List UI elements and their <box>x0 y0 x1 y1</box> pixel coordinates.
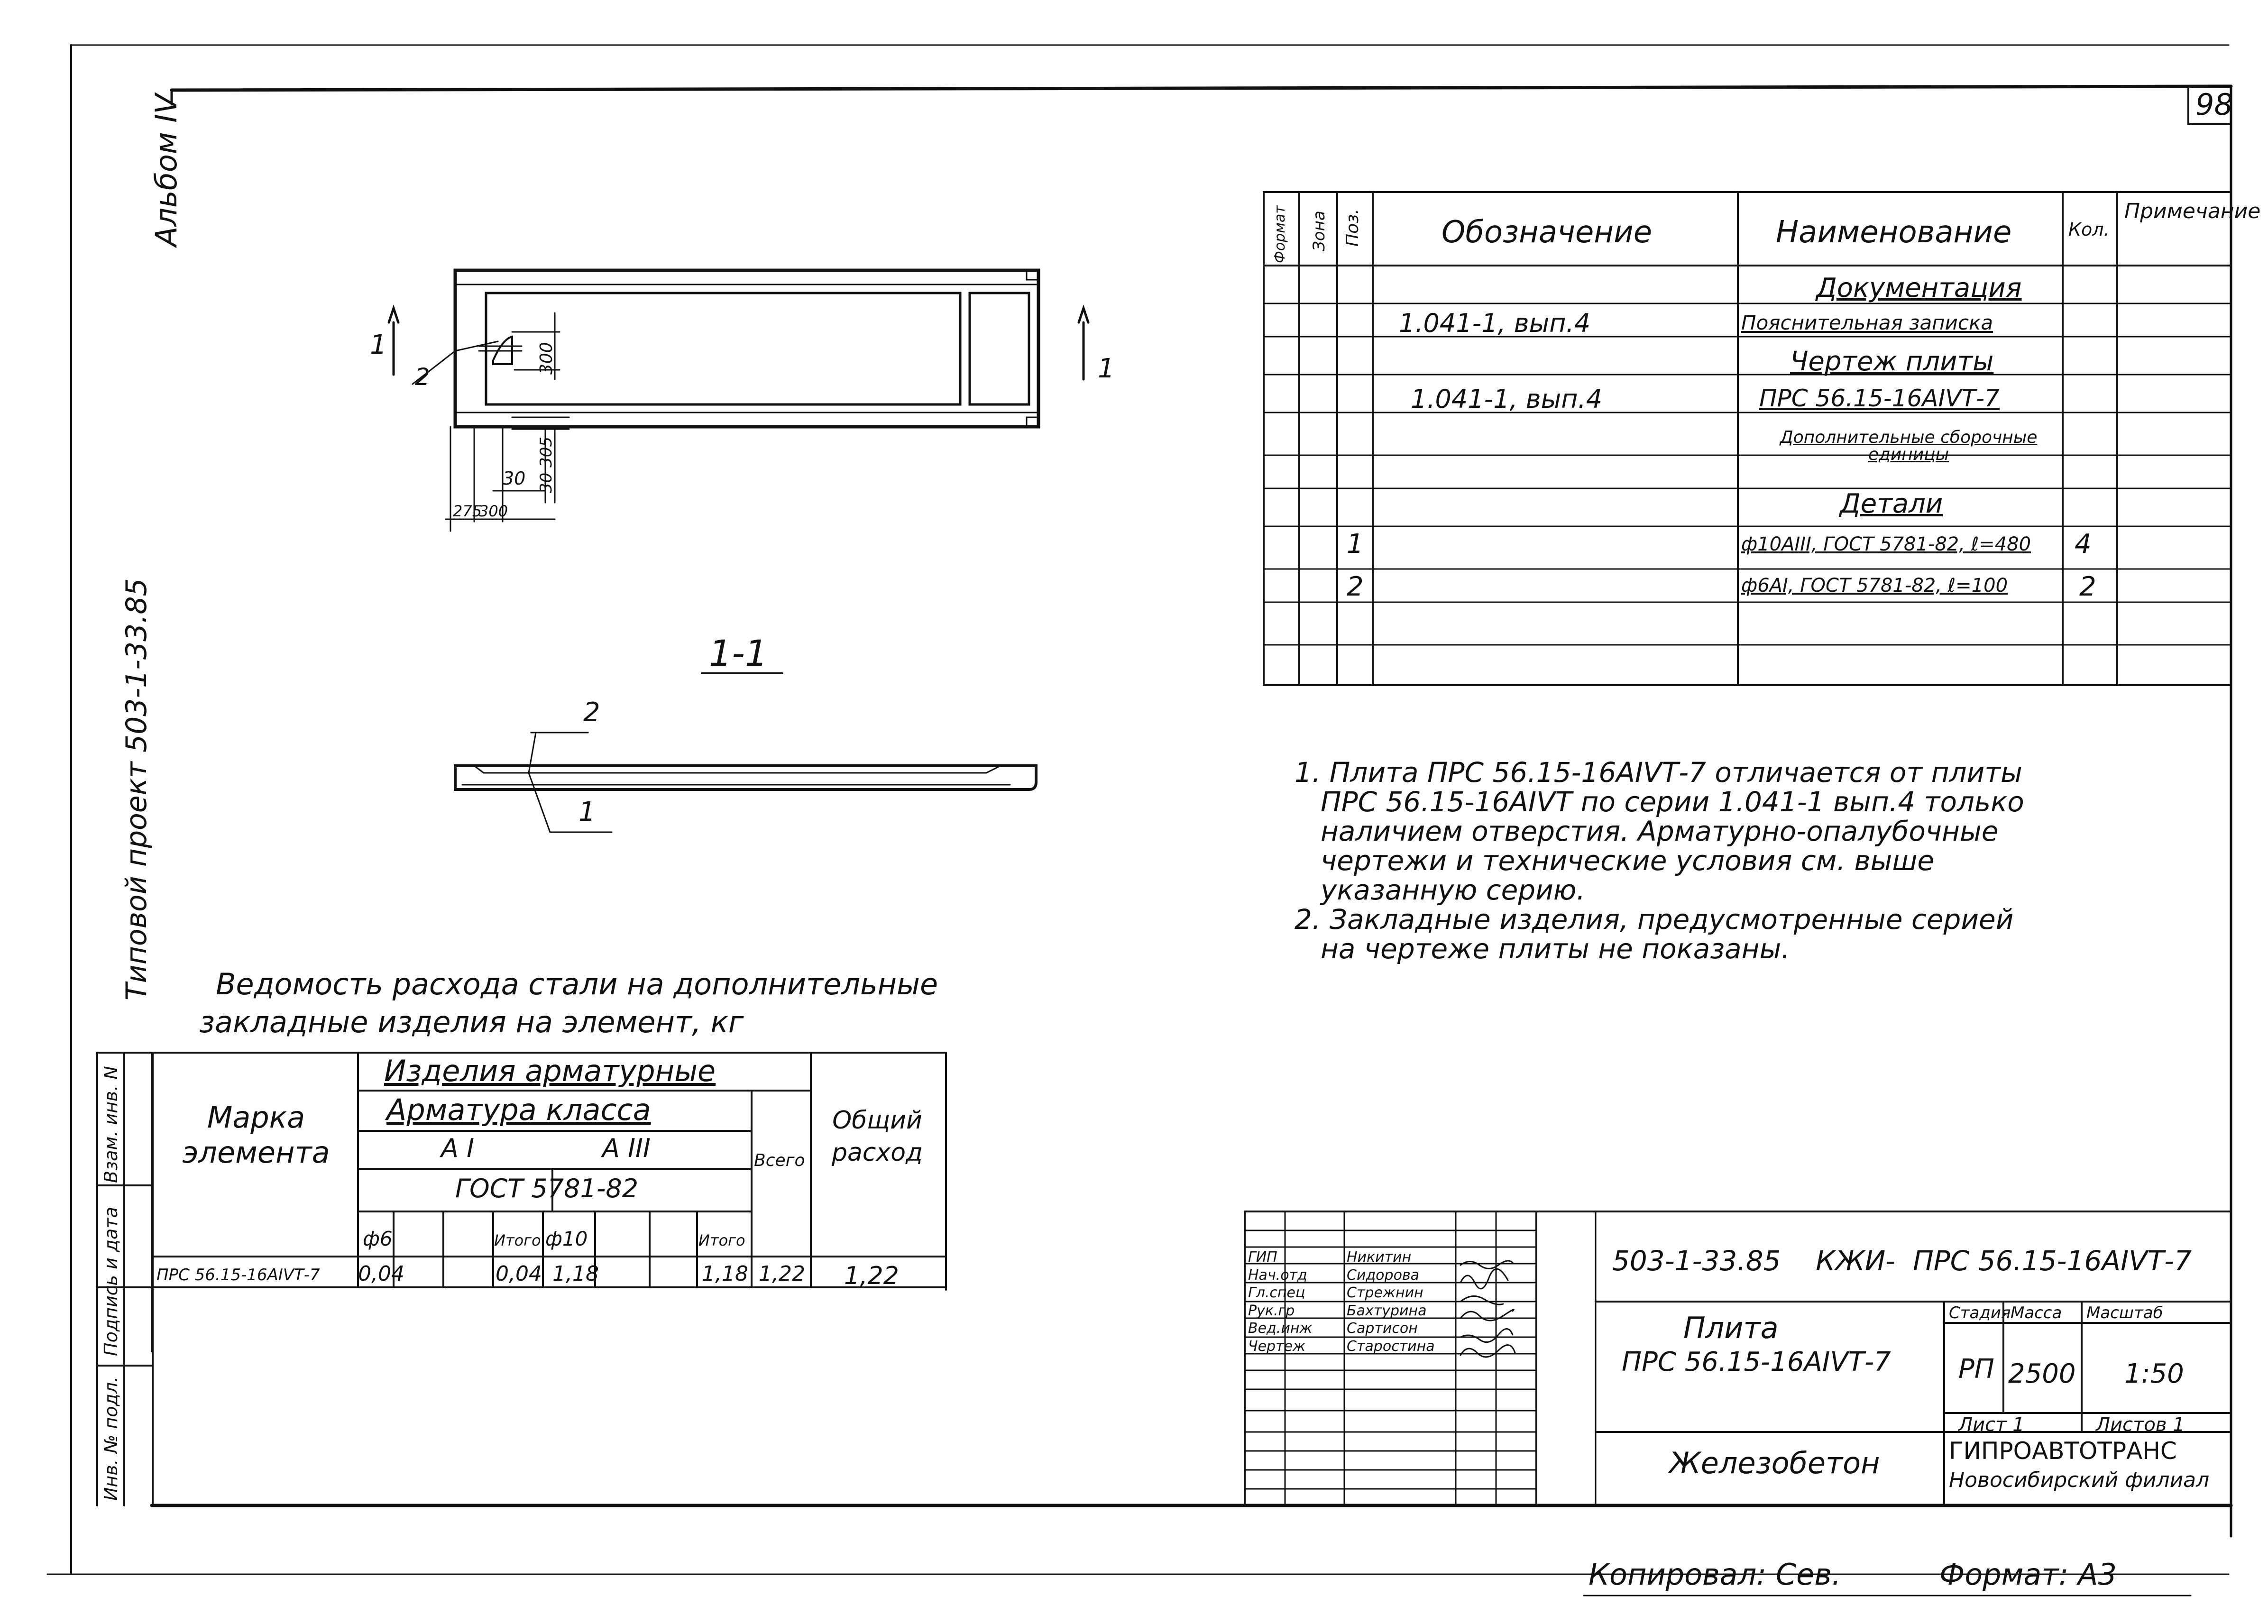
dim-300: 300 <box>479 502 508 520</box>
steel-row-d6: 0,04 <box>358 1262 404 1286</box>
steel-col-d6: ф6 <box>363 1227 393 1250</box>
side-stamp-inv-no: Инв. № подл. <box>101 1376 121 1501</box>
steel-col-total2: Итого <box>698 1231 745 1249</box>
spec-header-designation: Обозначение <box>1442 215 1653 250</box>
person-role: Гл.спец <box>1248 1285 1305 1301</box>
section-label-2: 2 <box>583 697 600 728</box>
spec-row-6-qty: 4 <box>2075 529 2092 560</box>
person-name: Бахтурина <box>1347 1303 1427 1319</box>
spec-header-name: Наименование <box>1776 215 2012 250</box>
steel-row-sum: 1,22 <box>844 1262 899 1290</box>
scale-value: 1:50 <box>2124 1358 2184 1389</box>
copied-by: Копировал: Сев. <box>1589 1557 1841 1592</box>
sheets-total: Листов 1 <box>2096 1414 2185 1436</box>
signatures <box>1460 1260 1516 1358</box>
note-line: чертежи и технические условия см. выше <box>1321 844 1935 877</box>
sheet-no: Лист 1 <box>1958 1414 2025 1436</box>
spec-row-0-name: Документация <box>1816 273 2022 303</box>
dim-30: 30 <box>503 468 526 489</box>
format-label: Формат: А3 <box>1939 1557 2117 1592</box>
dim-300-top: 300 <box>537 342 556 375</box>
org-line-1: ГИПРОАВТОТРАНС <box>1949 1437 2177 1465</box>
notes: 1. Плита ПРС 56.15-16АIVТ-7 отличается о… <box>1295 756 2024 965</box>
spec-row-7-pos: 2 <box>1347 571 1364 602</box>
stage-value: РП <box>1958 1354 1994 1385</box>
person-role: Чертеж <box>1248 1338 1306 1355</box>
material: Железобетон <box>1669 1446 1880 1480</box>
section-mark-right: 1 <box>1098 353 1115 384</box>
steel-row-d10: 1,18 <box>552 1262 599 1286</box>
person-name: Стрежнин <box>1347 1285 1423 1301</box>
steel-row-total2: 1,18 <box>702 1262 748 1286</box>
note-line: 1. Плита ПРС 56.15-16АIVТ-7 отличается о… <box>1295 756 2022 789</box>
note-line: ПРС 56.15-16АIVТ по серии 1.041-1 вып.4 … <box>1321 786 2024 818</box>
object-name-1: Плита <box>1683 1311 1779 1345</box>
spec-header-zone: Зона <box>1310 211 1329 251</box>
steel-group-header: Изделия арматурные <box>384 1054 716 1088</box>
mass-label: Масса <box>2011 1303 2062 1322</box>
dim-275: 275 <box>453 502 482 520</box>
spec-row-2-name: Чертеж плиты <box>1790 346 1994 377</box>
section-label-1: 1 <box>578 797 596 827</box>
steel-row-total1: 0,04 <box>496 1262 542 1286</box>
note-line: указанную серию. <box>1321 874 1586 906</box>
note-line: 2. Закладные изделия, предусмотренные се… <box>1295 903 2014 936</box>
spec-header-format: Формат <box>1272 205 1288 263</box>
person-role: Вед.инж <box>1248 1320 1313 1337</box>
steel-class-ai: А I <box>441 1133 475 1163</box>
dim-30-305: 30 305 <box>537 437 556 493</box>
person-role: Рук.гр <box>1248 1303 1295 1319</box>
person-name: Сидорова <box>1347 1267 1420 1284</box>
project-label: Типовой проект 503-1-33.85 <box>120 578 153 1000</box>
pos-label-2: 2 <box>415 363 430 391</box>
section-title: 1-1 <box>709 632 768 674</box>
spec-header-pos: Поз. <box>1343 209 1362 247</box>
person-name: Старостина <box>1347 1338 1435 1355</box>
person-name: Сартисон <box>1347 1320 1418 1337</box>
steel-class-aiii: А III <box>602 1133 651 1163</box>
note-line: наличием отверстия. Арматурно-опалубочны… <box>1321 815 1999 847</box>
spec-row-1-name: Пояснительная записка <box>1741 311 1993 334</box>
spec-row-3-name: ПРС 56.15-16АIVТ-7 <box>1759 385 2000 412</box>
steel-col-all: Всего <box>754 1151 805 1170</box>
steel-gost: ГОСТ 5781-82 <box>455 1174 639 1203</box>
person-role: Нач.отд <box>1248 1267 1307 1284</box>
steel-col-d10: ф10 <box>545 1227 588 1250</box>
page-number: 98 <box>2195 87 2233 122</box>
scale-label: Масштаб <box>2086 1303 2163 1322</box>
steel-col-sum: Общий расход <box>831 1106 923 1167</box>
album-label: Альбом IV <box>149 94 184 247</box>
spec-row-4-name: Дополнительные сборочные единицы <box>1780 428 2038 464</box>
org-line-2: Новосибирский филиал <box>1949 1468 2210 1492</box>
object-name-2: ПРС 56.15-16АIVТ-7 <box>1622 1347 1891 1377</box>
side-stamp-replace-inv: Взам. инв. N <box>101 1066 121 1183</box>
steel-table-title-1: Ведомость расхода стали на дополнительны… <box>216 967 938 1001</box>
note-line: на чертеже плиты не показаны. <box>1321 933 1790 965</box>
person-role: ГИП <box>1248 1249 1277 1266</box>
person-name: Никитин <box>1347 1249 1412 1266</box>
spec-row-6-pos: 1 <box>1347 529 1364 560</box>
spec-header-qty: Кол. <box>2068 219 2110 240</box>
spec-header-note: Примечание <box>2124 199 2261 223</box>
spec-row-7-name: ф6АI, ГОСТ 5781-82, ℓ=100 <box>1741 575 2008 596</box>
steel-row-mark: ПРС 56.15-16АIVТ-7 <box>156 1266 320 1285</box>
steel-col-total1: Итого <box>494 1231 541 1249</box>
steel-class-header: Арматура класса <box>386 1092 651 1127</box>
spec-row-3-designation: 1.041-1, вып.4 <box>1411 384 1603 414</box>
steel-table-title-2: закладные изделия на элемент, кг <box>199 1005 744 1039</box>
steel-row-all: 1,22 <box>759 1262 805 1286</box>
side-stamp-sign-date: Подпись и дата <box>101 1207 121 1356</box>
steel-mark-header: Марка элемента <box>182 1100 330 1170</box>
spec-row-1-designation: 1.041-1, вып.4 <box>1399 308 1591 338</box>
spec-row-5-name: Детали <box>1840 488 1943 519</box>
title-block-code: 503-1-33.85 КЖИ- ПРС 56.15-16АIVТ-7 <box>1612 1245 2192 1277</box>
spec-row-6-name: ф10АIII, ГОСТ 5781-82, ℓ=480 <box>1741 533 2031 555</box>
mass-value: 2500 <box>2008 1358 2076 1389</box>
section-mark-left: 1 <box>370 330 387 360</box>
spec-row-7-qty: 2 <box>2079 571 2096 602</box>
stage-label: Стадия <box>1949 1303 2011 1322</box>
